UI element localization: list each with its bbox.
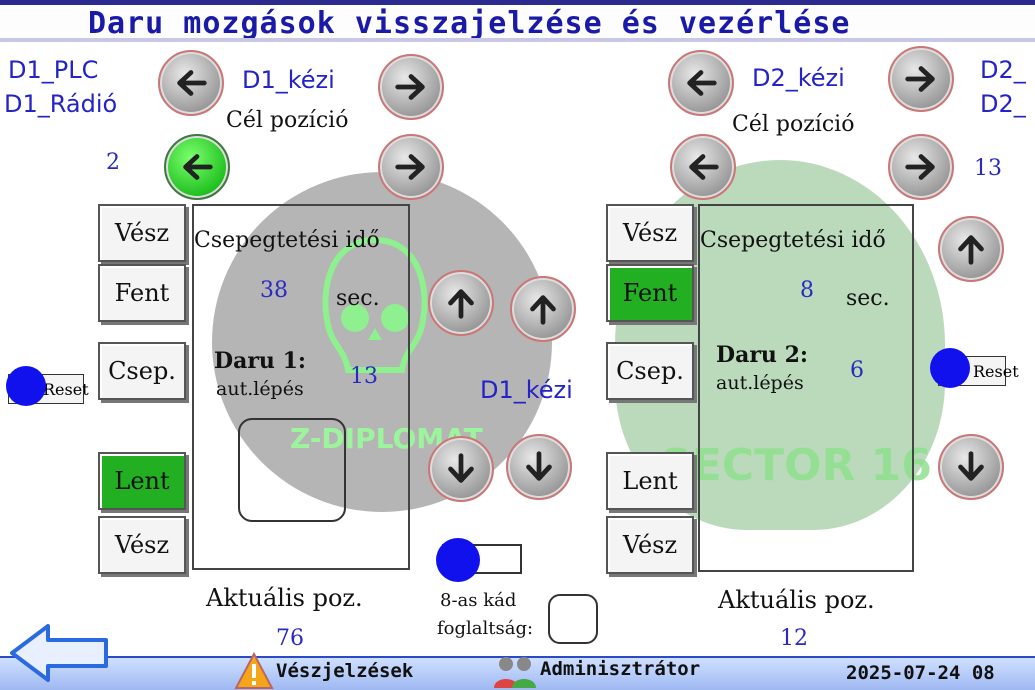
d1-radio-label: D1_Rádió — [4, 90, 118, 118]
d2-target-label: Cél pozíció — [732, 112, 855, 137]
arrow-left-icon — [687, 70, 717, 96]
d2-auto-step-label: aut.lépés — [716, 372, 804, 394]
page-title: Daru mozgások visszajelzése és vezérlése — [88, 6, 851, 41]
arrow-down-icon — [448, 453, 474, 483]
d1-status-panel — [192, 204, 410, 570]
d1-drip-button[interactable]: Csep. — [98, 342, 186, 400]
d2-reset-label: Reset — [973, 361, 1019, 381]
alarms-label: Vészjelzések — [276, 660, 414, 682]
d1-crane-title: Daru 1: — [214, 348, 307, 374]
arrow-down-icon — [958, 451, 984, 481]
d1-up-arrow-button[interactable] — [428, 270, 494, 336]
arrow-right-icon — [905, 66, 935, 92]
d2-down-arrow-button[interactable] — [938, 434, 1004, 500]
d2-reset-indicator — [930, 348, 970, 388]
watermark-left-skull-icon — [322, 236, 428, 373]
admin-label: Adminisztrátor — [540, 658, 701, 680]
arrow-left-icon — [183, 154, 213, 180]
tank-label-2: foglaltság: — [437, 618, 534, 639]
d2-down-button[interactable]: Lent — [606, 452, 694, 510]
d1-plc-label: D1_PLC — [8, 56, 99, 84]
d1-drip-title: Csepegtetési idő — [194, 228, 380, 253]
watermark-left-logo — [212, 172, 552, 512]
arrow-right-icon — [395, 154, 425, 180]
d1-up-button[interactable]: Fent — [98, 264, 186, 322]
arrow-left-icon — [177, 70, 207, 96]
d1-up-arrow-button-2[interactable] — [510, 276, 576, 342]
d1-target-left-button[interactable] — [164, 134, 230, 200]
d1-drip-unit: sec. — [336, 286, 380, 311]
d1-target-label: Cél pozíció — [226, 108, 349, 133]
d2-target-left-button[interactable] — [670, 134, 736, 200]
d2-target-value: 13 — [974, 156, 1002, 181]
d1-position-box — [238, 418, 346, 522]
title-bar — [0, 0, 1035, 42]
d2-manual-right-button[interactable] — [888, 46, 954, 112]
warning-icon — [234, 652, 274, 689]
d2-current-pos-label: Aktuális poz. — [718, 586, 875, 614]
arrow-left-icon — [689, 154, 719, 180]
d1-manual-left-button[interactable] — [158, 50, 224, 116]
d1-manual-label-2: D1_kézi — [480, 376, 573, 404]
arrow-down-icon — [526, 451, 552, 481]
d2-emergency-top-button[interactable]: Vész — [606, 204, 694, 262]
arrow-right-icon — [395, 74, 425, 100]
d2-drip-button[interactable]: Csep. — [606, 342, 694, 400]
arrow-up-icon — [448, 289, 474, 319]
d1-down-arrow-button-2[interactable] — [506, 434, 572, 500]
d2-emergency-bottom-button[interactable]: Vész — [606, 516, 694, 574]
d2-manual-left-button[interactable] — [668, 50, 734, 116]
d2-up-button[interactable]: Fent — [606, 264, 694, 322]
d2-drip-value: 8 — [800, 278, 814, 303]
back-arrow-icon — [10, 624, 108, 682]
d1-auto-step-value: 13 — [350, 364, 378, 389]
title-divider — [0, 38, 1035, 42]
d2-up-arrow-button[interactable] — [938, 216, 1004, 282]
d2-plc-label: D2_ — [980, 56, 1026, 84]
d1-down-arrow-button[interactable] — [428, 436, 494, 502]
d1-reset-label: Reset — [43, 379, 89, 399]
arrow-up-icon — [958, 235, 984, 265]
tank-label-1: 8-as kád — [440, 590, 517, 611]
d1-drip-value: 38 — [260, 278, 288, 303]
watermark-right-text: SECTOR 16 — [660, 440, 932, 491]
d1-auto-step-label: aut.lépés — [216, 378, 304, 400]
tank-occupancy-indicator — [548, 594, 598, 644]
d1-reset-indicator — [6, 366, 46, 406]
arrow-up-icon — [530, 295, 556, 325]
d1-target-right-button[interactable] — [378, 134, 444, 200]
d1-target-value: 2 — [106, 150, 120, 175]
d1-down-button[interactable]: Lent — [98, 452, 186, 510]
d2-drip-unit: sec. — [846, 286, 890, 311]
d2-auto-step-value: 6 — [850, 358, 864, 383]
d2-manual-label: D2_kézi — [752, 64, 845, 92]
d1-manual-right-button[interactable] — [378, 54, 444, 120]
d2-status-panel — [698, 204, 914, 572]
d1-current-pos-label: Aktuális poz. — [206, 584, 363, 612]
d2-drip-title: Csepegtetési idő — [700, 228, 886, 253]
toggle-knob — [436, 538, 480, 582]
d2-crane-title: Daru 2: — [716, 342, 809, 368]
d2-radio-label: D2_ — [980, 90, 1026, 118]
d1-emergency-bottom-button[interactable]: Vész — [98, 516, 186, 574]
datetime: 2025-07-24 08 — [846, 662, 995, 684]
alarms-button[interactable]: Vészjelzések — [232, 652, 462, 690]
d1-manual-label: D1_kézi — [242, 66, 335, 94]
d2-current-pos-value: 12 — [780, 626, 808, 651]
admin-button[interactable]: Adminisztrátor — [492, 652, 762, 690]
arrow-right-icon — [905, 154, 935, 180]
back-button[interactable] — [8, 620, 112, 686]
users-icon — [494, 657, 536, 688]
d1-current-pos-value: 76 — [276, 626, 304, 651]
d2-target-right-button[interactable] — [888, 134, 954, 200]
d1-emergency-top-button[interactable]: Vész — [98, 204, 186, 262]
